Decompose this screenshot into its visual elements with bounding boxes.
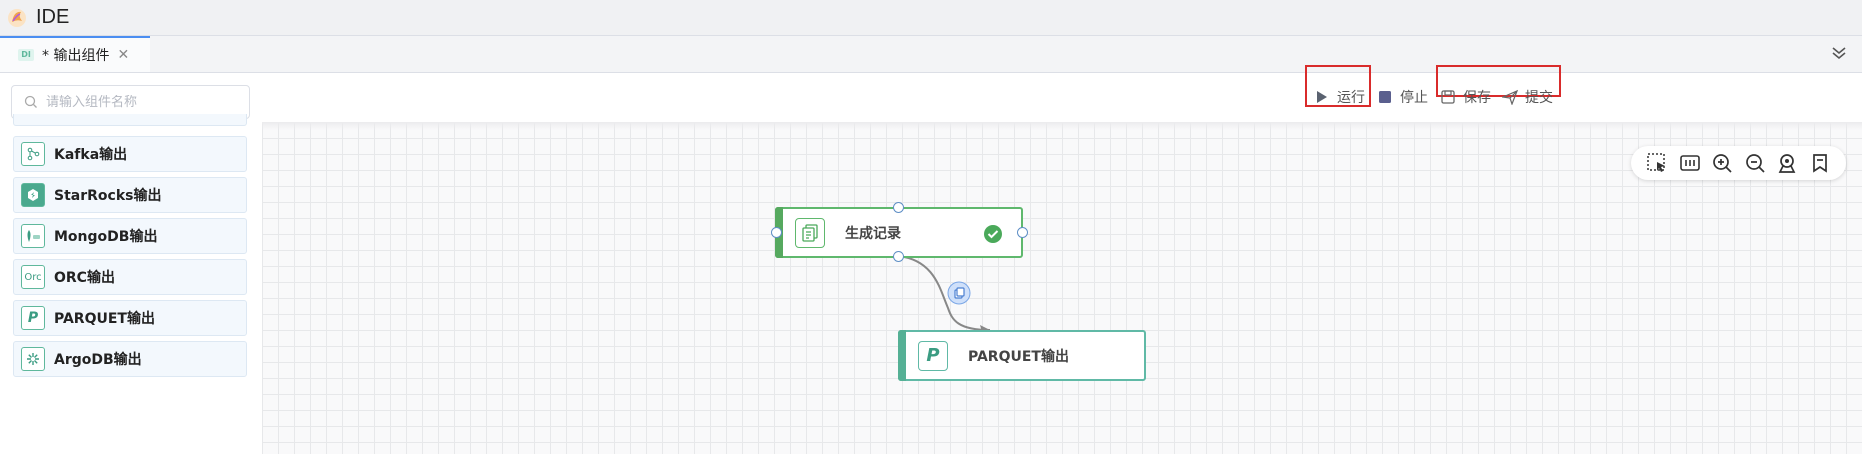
starrocks-icon bbox=[21, 183, 45, 207]
workflow-canvas[interactable] bbox=[262, 122, 1862, 454]
save-label: 保存 bbox=[1463, 90, 1491, 106]
bookmark-icon[interactable] bbox=[1809, 152, 1831, 174]
save-submit-highlight bbox=[1436, 65, 1561, 97]
submit-button[interactable]: 提交 bbox=[1502, 78, 1553, 116]
list-item-hidden[interactable] bbox=[13, 114, 247, 126]
component-label: ArgoDB输出 bbox=[54, 352, 142, 368]
run-highlight bbox=[1305, 65, 1371, 107]
editor-toolbar: 运行 停止 保存 提交 bbox=[262, 65, 1862, 122]
submit-label: 提交 bbox=[1525, 90, 1553, 106]
document-icon bbox=[795, 217, 825, 248]
node-port-top[interactable] bbox=[893, 202, 904, 213]
zoom-out-icon[interactable] bbox=[1744, 152, 1766, 174]
canvas-top-shadow bbox=[262, 122, 1862, 130]
box-select-icon[interactable] bbox=[1646, 152, 1668, 174]
run-label: 运行 bbox=[1337, 90, 1365, 106]
component-argodb-output[interactable]: ArgoDB输出 bbox=[13, 341, 247, 377]
stop-button[interactable]: 停止 bbox=[1377, 78, 1428, 116]
node-port-right[interactable] bbox=[1017, 227, 1028, 238]
tab-strip: DI * 输出组件 ✕ bbox=[0, 36, 1862, 73]
component-label: Kafka输出 bbox=[54, 147, 128, 163]
stop-icon bbox=[1379, 91, 1391, 103]
search-input[interactable] bbox=[46, 94, 236, 110]
double-chevron-down-icon[interactable] bbox=[1830, 44, 1848, 62]
node-port-bottom[interactable] bbox=[893, 251, 904, 262]
parquet-icon: P bbox=[21, 306, 45, 330]
fit-view-icon[interactable] bbox=[1679, 152, 1701, 174]
node-generate-records[interactable]: 生成记录 bbox=[775, 207, 1023, 258]
parquet-icon: P bbox=[918, 340, 948, 371]
component-label: StarRocks输出 bbox=[54, 188, 162, 204]
orc-icon: Orc bbox=[21, 265, 45, 289]
node-parquet-output[interactable]: P PARQUET输出 bbox=[898, 330, 1146, 381]
argodb-icon bbox=[21, 347, 45, 371]
node-color-bar bbox=[898, 330, 906, 381]
zoom-in-icon[interactable] bbox=[1711, 152, 1733, 174]
edge-copy-icon[interactable] bbox=[947, 281, 971, 305]
title-bar: IDE bbox=[0, 0, 1862, 36]
component-starrocks-output[interactable]: StarRocks输出 bbox=[13, 177, 247, 213]
mongodb-icon bbox=[21, 224, 45, 248]
tab-output-component[interactable]: DI * 输出组件 ✕ bbox=[0, 36, 150, 72]
tab-di-icon: DI bbox=[18, 49, 34, 61]
locate-icon[interactable] bbox=[1776, 152, 1798, 174]
node-port-left[interactable] bbox=[771, 227, 782, 238]
stop-label: 停止 bbox=[1400, 90, 1428, 106]
save-icon bbox=[1441, 90, 1455, 104]
node-label: 生成记录 bbox=[845, 225, 901, 242]
play-icon bbox=[1317, 91, 1327, 103]
component-label: ORC输出 bbox=[54, 270, 115, 286]
app-title: IDE bbox=[36, 6, 70, 28]
search-icon bbox=[24, 95, 37, 108]
edge-connector[interactable] bbox=[880, 250, 1010, 340]
save-button[interactable]: 保存 bbox=[1440, 78, 1491, 116]
component-panel: Kafka输出 StarRocks输出 MongoDB输出 Orc ORC输出 … bbox=[0, 74, 262, 454]
send-icon bbox=[1502, 89, 1518, 105]
node-label: PARQUET输出 bbox=[968, 348, 1069, 365]
tab-close-icon[interactable]: ✕ bbox=[117, 47, 130, 63]
run-button[interactable]: 运行 bbox=[1314, 78, 1365, 116]
component-kafka-output[interactable]: Kafka输出 bbox=[13, 136, 247, 172]
app-logo-icon bbox=[8, 8, 26, 27]
component-parquet-output[interactable]: P PARQUET输出 bbox=[13, 300, 247, 336]
check-circle-icon bbox=[984, 225, 1002, 243]
tab-label: * 输出组件 bbox=[42, 48, 110, 64]
component-mongodb-output[interactable]: MongoDB输出 bbox=[13, 218, 247, 254]
component-orc-output[interactable]: Orc ORC输出 bbox=[13, 259, 247, 295]
component-label: PARQUET输出 bbox=[54, 311, 155, 327]
kafka-icon bbox=[21, 142, 45, 166]
component-label: MongoDB输出 bbox=[54, 229, 158, 245]
canvas-tools bbox=[1631, 146, 1846, 180]
